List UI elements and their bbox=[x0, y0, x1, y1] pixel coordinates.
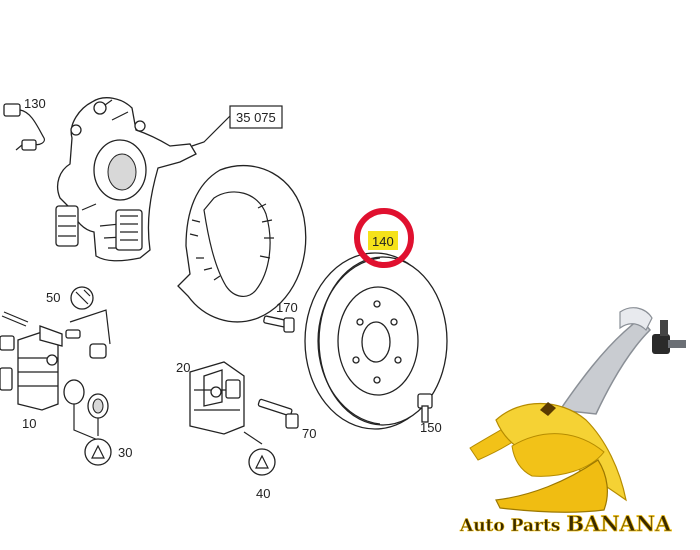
bolt-170 bbox=[263, 315, 295, 333]
caliper-left bbox=[17, 325, 63, 411]
steering-knuckle bbox=[55, 97, 197, 262]
repair-kit-30-icon bbox=[84, 438, 112, 466]
label-130: 130 bbox=[24, 96, 46, 111]
label-30: 30 bbox=[118, 445, 132, 460]
label-150: 150 bbox=[420, 420, 442, 435]
brand-prefix: Auto Parts bbox=[459, 516, 566, 536]
label-10: 10 bbox=[22, 416, 36, 431]
label-40: 40 bbox=[256, 486, 270, 501]
kit-40-line bbox=[243, 431, 263, 445]
label-20: 20 bbox=[176, 360, 190, 375]
banana-logo-icon bbox=[469, 402, 627, 513]
kit-30-line bbox=[73, 404, 99, 441]
dust-shield bbox=[177, 165, 307, 323]
guide-pin-kit bbox=[65, 329, 107, 359]
label-70: 70 bbox=[302, 426, 316, 441]
brand-name: BANANA bbox=[566, 511, 672, 536]
label-50: 50 bbox=[46, 290, 60, 305]
brand-wordmark: Auto Parts BANANA bbox=[459, 511, 672, 536]
piston-seal-rings bbox=[63, 379, 109, 419]
callout-line-35075 bbox=[191, 115, 231, 147]
highlight-circle bbox=[354, 208, 414, 268]
clip-left bbox=[0, 367, 13, 391]
label-35075: 35 075 bbox=[236, 110, 276, 125]
bolt-left-upper bbox=[1, 311, 29, 327]
wrench-icon bbox=[70, 286, 94, 310]
control-arm-illustration bbox=[558, 307, 686, 415]
brake-disc bbox=[304, 252, 448, 430]
label-170: 170 bbox=[276, 300, 298, 315]
repair-kit-40-icon bbox=[248, 448, 276, 476]
label-140-highlight bbox=[368, 231, 398, 250]
bleeder-left bbox=[0, 335, 15, 351]
bolt-150 bbox=[417, 393, 433, 423]
bolt-70 bbox=[257, 398, 299, 429]
caliper-20 bbox=[189, 361, 245, 435]
label-140: 140 bbox=[372, 234, 394, 249]
callout-box-35075 bbox=[229, 105, 283, 129]
wear-sensor-cable bbox=[3, 103, 45, 151]
kit-50-line bbox=[69, 309, 111, 345]
